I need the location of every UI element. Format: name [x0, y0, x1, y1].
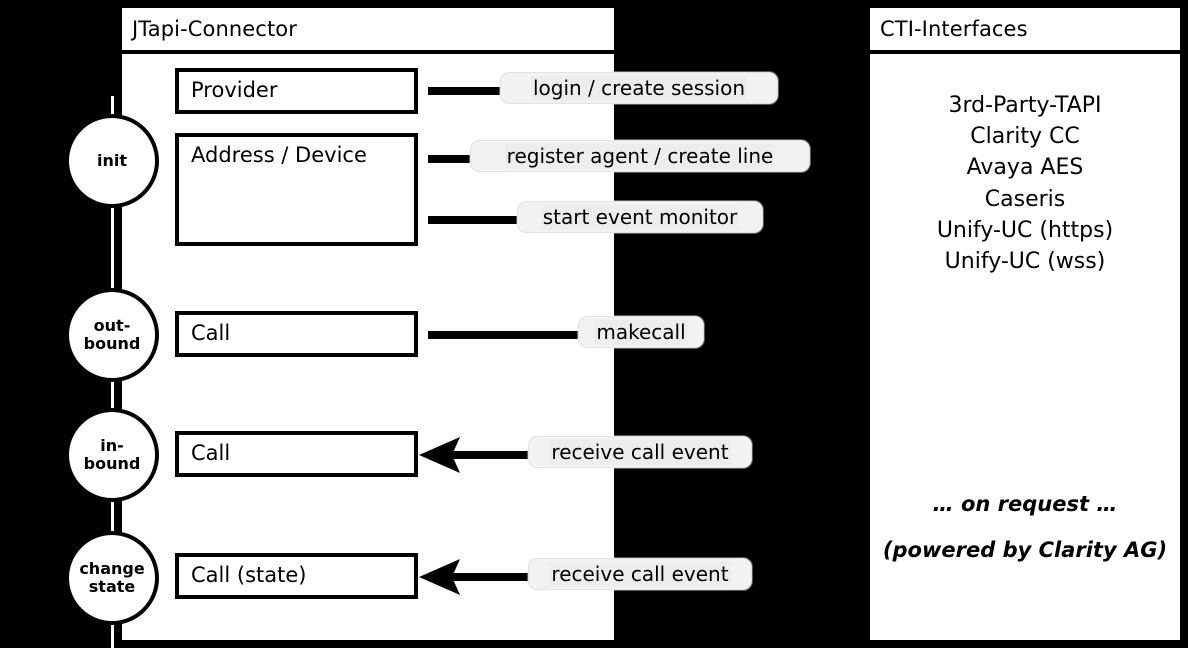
message-label-makecall: makecall [594, 319, 688, 345]
entity-box-address-device[interactable]: Address / Device [175, 133, 418, 246]
stage-circle-init[interactable]: init [65, 114, 159, 208]
entity-label-call-inbound: Call [191, 441, 231, 465]
cti-interfaces-panel: CTI-Interfaces 3rd-Party-TAPI Clarity CC… [866, 4, 1184, 644]
stage-label-inbound-line-2: bound [83, 454, 141, 473]
message-pill-receive-call-event-state[interactable]: receive call event [528, 558, 752, 590]
cti-interfaces-header: CTI-Interfaces [870, 8, 1180, 54]
stage-circle-inbound[interactable]: in- bound [65, 408, 159, 502]
entity-box-call-inbound[interactable]: Call [175, 431, 418, 477]
entity-box-call-outbound[interactable]: Call [175, 311, 418, 357]
connector-line-login [428, 87, 510, 95]
connector-line-receive-call-event-state [450, 573, 536, 581]
connector-line-makecall [428, 331, 588, 339]
message-pill-login-create-session[interactable]: login / create session [500, 72, 778, 104]
stage-label-change-state-line-2: state [88, 577, 136, 596]
arrowhead-icon-state [419, 559, 460, 595]
cti-interface-item: Clarity CC [970, 124, 1080, 150]
cti-powered-by-note: (powered by Clarity AG) [882, 538, 1168, 562]
arrowhead-icon-inbound [419, 437, 460, 473]
cti-interfaces-body: 3rd-Party-TAPI Clarity CC Avaya AES Case… [870, 54, 1180, 640]
stage-label-change-state-line-1: change [79, 559, 145, 579]
connector-line-start-event-monitor [428, 216, 524, 224]
cti-interface-item: Unify-UC (https) [936, 217, 1114, 243]
stage-label-outbound-line-1: out- [93, 316, 131, 336]
entity-label-provider: Provider [191, 78, 278, 102]
stage-circle-change-state[interactable]: change state [65, 531, 159, 625]
cti-on-request-note: … on request … [932, 492, 1118, 516]
jtapi-connector-header: JTapi-Connector [122, 8, 614, 54]
stage-circle-outbound[interactable]: out- bound [65, 288, 159, 382]
message-pill-receive-call-event-inbound[interactable]: receive call event [528, 436, 752, 468]
message-pill-start-event-monitor[interactable]: start event monitor [517, 201, 763, 233]
connector-line-register-agent [428, 155, 482, 163]
cti-interface-item: 3rd-Party-TAPI [948, 93, 1102, 118]
message-label-start-event-monitor: start event monitor [540, 204, 740, 230]
cti-interface-item: Unify-UC (wss) [944, 249, 1106, 275]
stage-label-init-line-1: init [96, 151, 127, 171]
message-label-login-create-session: login / create session [530, 75, 748, 101]
message-label-receive-call-event-state: receive call event [549, 561, 731, 587]
cti-interfaces-title: CTI-Interfaces [880, 17, 1028, 41]
message-label-receive-call-event-inbound: receive call event [549, 439, 731, 465]
message-label-register-agent-create-line: register agent / create line [504, 143, 776, 169]
cti-interfaces-list: 3rd-Party-TAPI Clarity CC Avaya AES Case… [870, 90, 1180, 277]
stage-label-inbound-line-1: in- [100, 436, 124, 456]
cti-interface-item: Caseris [984, 186, 1066, 212]
entity-box-provider[interactable]: Provider [175, 68, 418, 114]
entity-label-call-state: Call (state) [191, 563, 307, 587]
entity-box-call-state[interactable]: Call (state) [175, 553, 418, 599]
entity-label-address-device: Address / Device [191, 143, 367, 167]
message-pill-register-agent-create-line[interactable]: register agent / create line [470, 140, 810, 172]
entity-label-call-outbound: Call [191, 321, 231, 345]
stage-label-outbound-line-2: bound [83, 334, 141, 353]
message-pill-makecall[interactable]: makecall [578, 316, 704, 348]
cti-interface-item: Avaya AES [966, 155, 1084, 181]
jtapi-connector-title: JTapi-Connector [132, 17, 297, 41]
connector-line-receive-call-event-inbound [450, 451, 540, 459]
